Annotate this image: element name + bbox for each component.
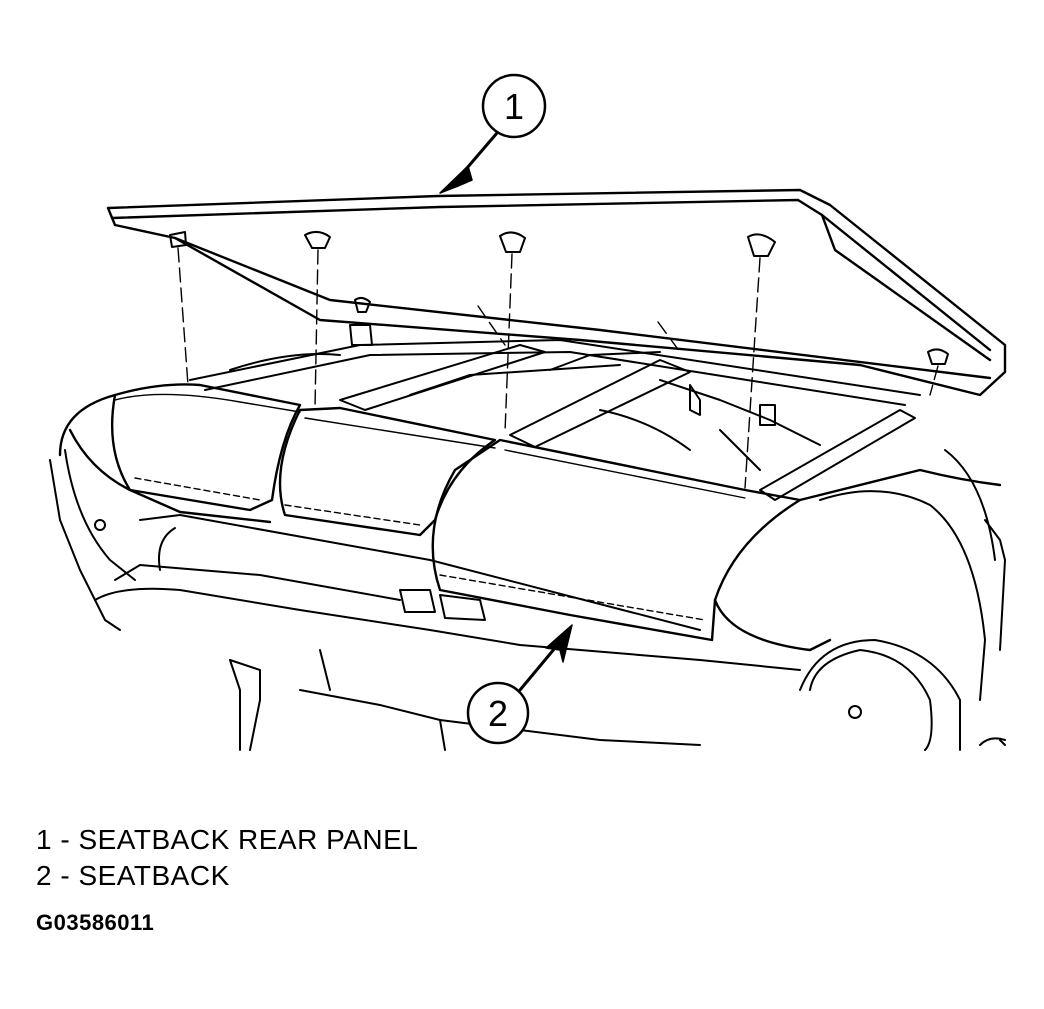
- legend-item-2: 2 - SEATBACK: [36, 860, 230, 891]
- clip-6: [354, 296, 371, 313]
- seatback-rear-panel: [106, 188, 1007, 397]
- clip-5: [927, 348, 949, 365]
- seatback-cushion-left: [110, 383, 302, 512]
- callout-2: 2: [466, 624, 573, 745]
- legend-item-1: 1 - SEATBACK REAR PANEL: [36, 824, 419, 855]
- seatback-cushion-center: [278, 406, 497, 537]
- clip-4: [747, 233, 776, 257]
- alignment-lines: [177, 247, 939, 489]
- legend: 1 - SEATBACK REAR PANEL 2 - SEATBACK: [36, 822, 418, 894]
- clip-1: [169, 231, 187, 248]
- seat-base: [49, 449, 862, 751]
- clip-3: [499, 231, 526, 253]
- callout-1: 1: [439, 73, 547, 194]
- seatback-cushion-right: [431, 438, 802, 642]
- clip-group: [169, 231, 949, 365]
- clip-2: [304, 231, 331, 249]
- callout-2-number: 2: [488, 693, 508, 734]
- callout-2-arrow: [518, 640, 562, 692]
- figure-code: G03586011: [36, 910, 155, 935]
- seat-frame: [189, 324, 921, 501]
- callout-1-number: 1: [504, 86, 524, 127]
- side-trim: [799, 449, 1006, 751]
- seatback-diagram: 1 2: [49, 73, 1007, 751]
- seatback: [58, 383, 1002, 652]
